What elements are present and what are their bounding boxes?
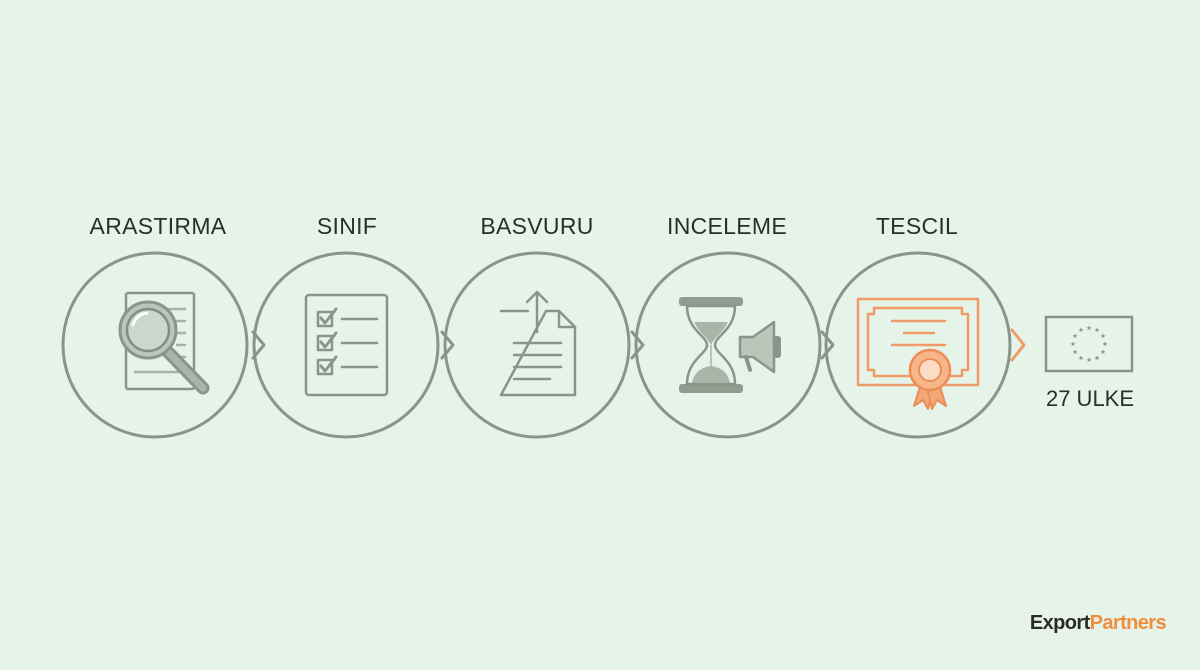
chevron-right-icon [820,330,835,360]
hourglass-megaphone-icon [679,297,781,393]
step-label-basvuru: BASVURU [480,213,594,239]
step-label-arastirma: ARASTIRMA [89,213,227,239]
step-label-inceleme: INCELEME [667,213,787,239]
certificate-icon [856,297,980,410]
chevron-right-icon [440,330,455,360]
magnifier-document-icon [118,291,210,395]
chevron-right-icon [251,330,266,360]
document-upload-icon [499,290,577,397]
brand-logo: ExportPartners [1029,612,1167,635]
eu-flag-icon [1044,315,1134,373]
step-circle-sinif [252,251,440,439]
brand-logo-part1: Export [1029,612,1090,634]
result-label: 27 ULKE [1045,386,1135,411]
step-circle-tescil [824,251,1012,439]
step-label-tescil: TESCIL [875,213,959,239]
checklist-icon [304,293,389,397]
chevron-right-icon [1010,328,1026,362]
brand-logo-part2: Partners [1089,612,1167,634]
step-circle-basvuru [443,251,631,439]
step-label-sinif: SINIF [316,213,378,239]
step-circle-arastirma [61,251,249,439]
chevron-right-icon [630,330,645,360]
step-circle-inceleme [634,251,822,439]
